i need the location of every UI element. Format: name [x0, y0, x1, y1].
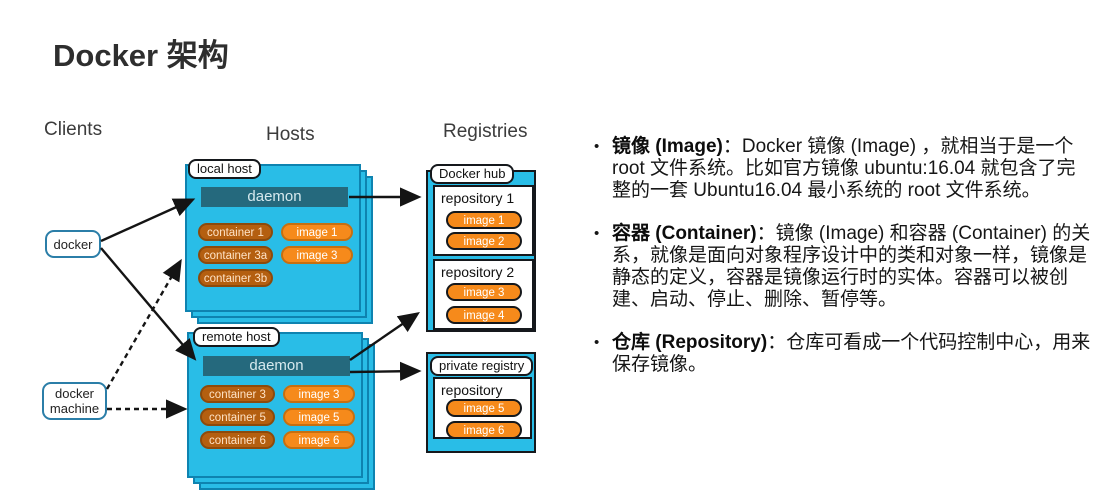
image-pill: image 6 — [446, 421, 522, 439]
bullet-dot: • — [594, 334, 600, 351]
docker-hub-group: Docker hub repository 1 image 1 image 2 … — [426, 164, 536, 332]
repository-name: repository 2 — [441, 264, 515, 280]
note-text: 镜像 (Image)：Docker 镜像 (Image) ，就相当于是一个 ro… — [612, 136, 1094, 202]
arrow-docker-to-local-daemon — [100, 198, 196, 243]
remote-host-label: remote host — [193, 327, 280, 347]
container-pill: container 1 — [198, 223, 273, 241]
note-container: • 容器 (Container)：镜像 (Image) 和容器 (Contain… — [592, 223, 1094, 311]
column-header-clients: Clients — [44, 119, 103, 140]
container-pill: container 3b — [198, 269, 273, 287]
container-pill: container 3a — [198, 246, 273, 264]
note-term: 仓库 (Repository) — [612, 332, 768, 353]
remote-host-box — [187, 332, 363, 478]
note-body: ：镜像 (Image) 和容器 (Container) 的关系，就像是面向对象程… — [612, 223, 1091, 310]
container-pill: container 5 — [200, 408, 275, 426]
note-repository: • 仓库 (Repository)：仓库可看成一个代码控制中心，用来保存镜像。 — [592, 332, 1094, 376]
local-daemon-bar: daemon — [201, 187, 348, 207]
notes-panel: • 镜像 (Image)：Docker 镜像 (Image) ，就相当于是一个 … — [592, 136, 1094, 397]
note-text: 仓库 (Repository)：仓库可看成一个代码控制中心，用来保存镜像。 — [612, 332, 1094, 376]
repository-box: repository image 5 image 6 — [433, 377, 532, 439]
repository-box: repository 1 image 1 image 2 — [433, 185, 534, 256]
image-pill: image 6 — [283, 431, 355, 449]
image-pill: image 4 — [446, 306, 522, 324]
docker-hub-label: Docker hub — [430, 164, 515, 184]
note-body: ：仓库可看成一个代码控制中心，用来保存镜像。 — [612, 332, 1091, 375]
note-term: 镜像 (Image) — [612, 136, 723, 157]
image-pill: image 5 — [446, 399, 522, 417]
image-pill: image 3 — [283, 385, 355, 403]
image-pill: image 1 — [281, 223, 353, 241]
local-host-group: local host daemon container 1 container … — [185, 159, 373, 324]
column-header-hosts: Hosts — [266, 124, 315, 145]
note-text: 容器 (Container)：镜像 (Image) 和容器 (Container… — [612, 223, 1094, 311]
remote-host-group: remote host daemon container 3 container… — [187, 327, 375, 490]
image-pill: image 5 — [283, 408, 355, 426]
note-term: 容器 (Container) — [612, 223, 757, 244]
image-pill: image 1 — [446, 211, 522, 229]
bullet-dot: • — [594, 225, 600, 242]
docker-machine-client-box: docker machine — [42, 382, 107, 420]
container-pill: container 6 — [200, 431, 275, 449]
image-pill: image 2 — [446, 232, 522, 250]
remote-daemon-bar: daemon — [203, 356, 350, 376]
bullet-dot: • — [594, 138, 600, 155]
repository-name: repository 1 — [441, 190, 515, 206]
arrow-docker-to-remote-daemon — [100, 247, 197, 361]
page-title: Docker 架构 — [53, 38, 229, 73]
repository-name: repository — [441, 382, 503, 398]
private-registry-label: private registry — [430, 356, 534, 376]
local-host-label: local host — [188, 159, 261, 179]
note-body: ：Docker 镜像 (Image) ，就相当于是一个 root 文件系统。比如… — [612, 136, 1076, 201]
arrow-docker-machine-to-local-host — [105, 258, 182, 390]
repository-box: repository 2 image 3 image 4 — [433, 259, 534, 330]
note-image: • 镜像 (Image)：Docker 镜像 (Image) ，就相当于是一个 … — [592, 136, 1094, 202]
image-pill: image 3 — [446, 283, 522, 301]
image-pill: image 3 — [281, 246, 353, 264]
private-registry-group: private registry repository image 5 imag… — [426, 352, 536, 453]
container-pill: container 3 — [200, 385, 275, 403]
docker-client-box: docker — [45, 230, 101, 258]
column-header-registries: Registries — [443, 121, 528, 142]
